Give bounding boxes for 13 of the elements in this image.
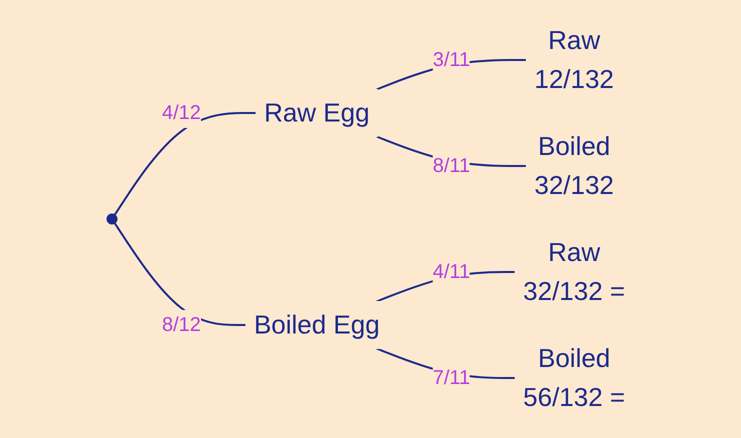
edge-label: 8/12 xyxy=(162,314,202,336)
edge-label: 4/12 xyxy=(162,102,202,124)
edge-label: 4/11 xyxy=(433,261,471,283)
edge-label: 7/11 xyxy=(433,367,471,389)
edge-label: 3/11 xyxy=(433,49,471,71)
node-text: Raw 32/132 = xyxy=(524,237,626,306)
edge-label: 8/11 xyxy=(433,155,471,177)
node-text: Raw Egg xyxy=(264,98,370,128)
node-circle xyxy=(106,214,118,224)
node-text: Boiled Egg xyxy=(254,310,380,340)
node-text: Boiled 32/132 xyxy=(534,131,614,200)
node-text: Boiled 56/132 = xyxy=(524,343,626,412)
node-text: Raw 12/132 xyxy=(534,25,614,94)
